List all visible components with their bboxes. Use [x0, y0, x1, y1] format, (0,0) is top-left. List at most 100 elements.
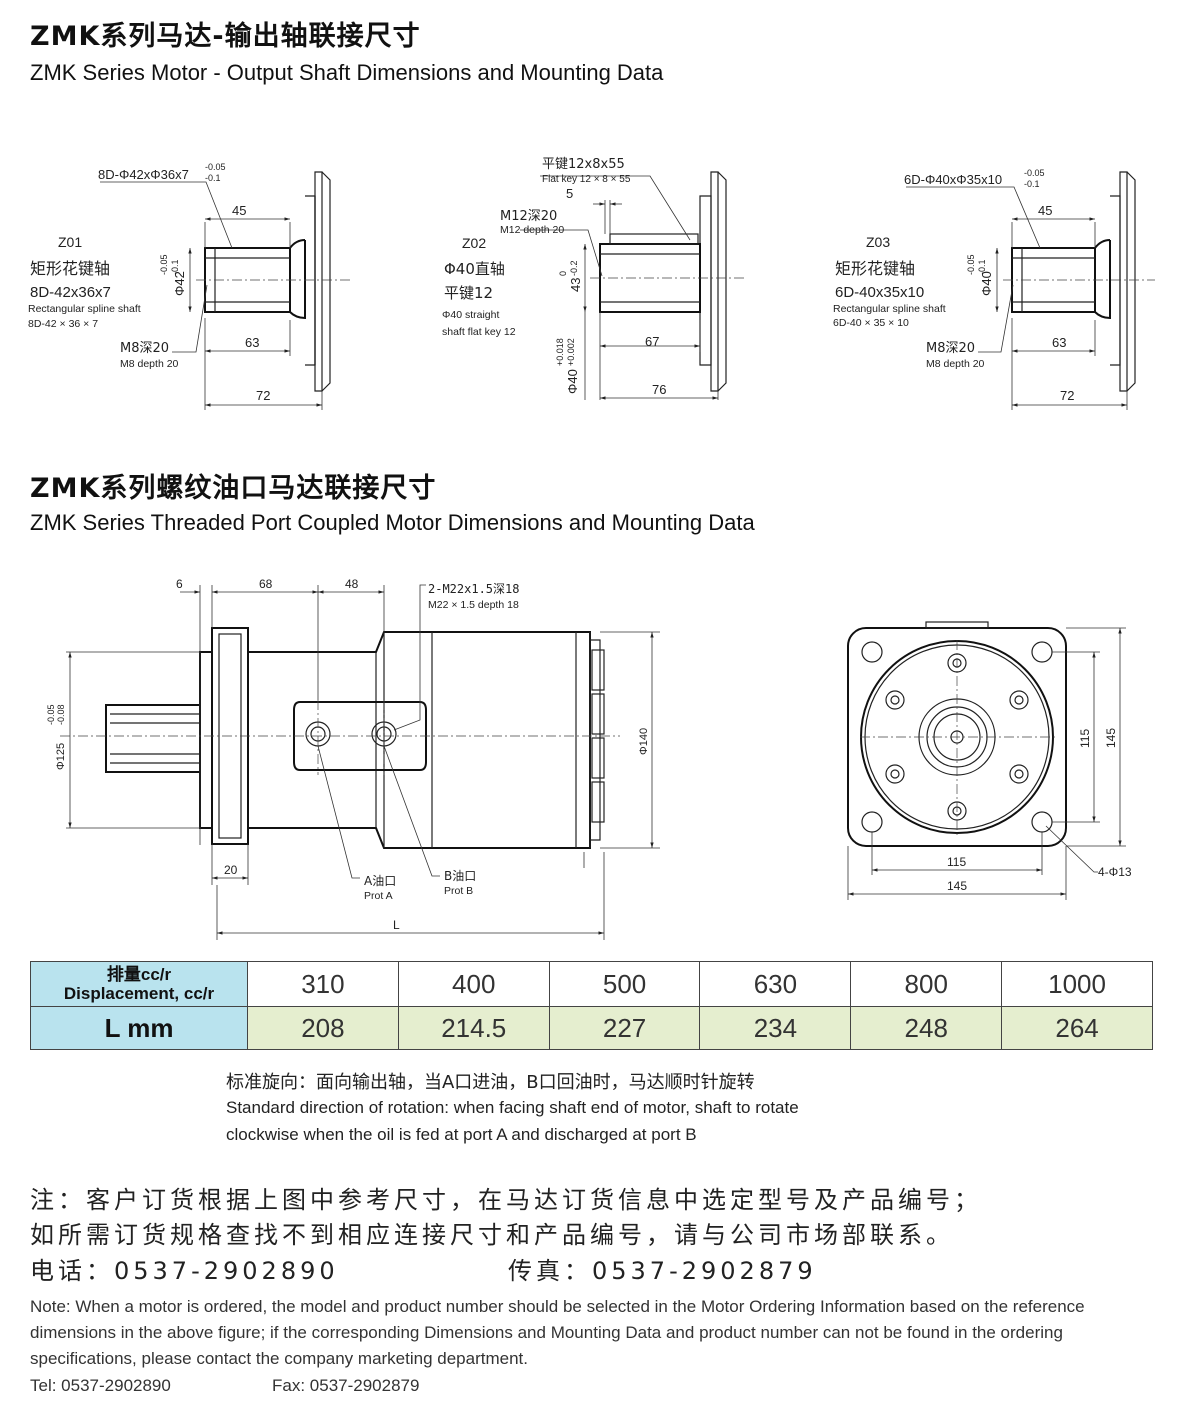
front-dim-145-v: 145 — [1104, 728, 1118, 748]
side-tol125-up: -0.05 — [46, 704, 56, 725]
z02-tol43-up: 0 — [558, 271, 568, 276]
note-en: Note: When a motor is ordered, the model… — [30, 1297, 1085, 1368]
tel-zh: 电话：0537-2902890 — [30, 1257, 339, 1285]
front-dim-115-v: 115 — [1078, 729, 1092, 748]
side-dim-68: 68 — [259, 577, 273, 591]
side-dim-L: L — [393, 918, 400, 932]
z01-code: Z01 — [58, 234, 82, 250]
z01-thread-en: M8 depth 20 — [120, 358, 179, 370]
port-b-en: Prot B — [444, 885, 473, 897]
table-cell: 630 — [699, 961, 852, 1007]
z03-dim-72: 72 — [1060, 388, 1074, 403]
z03-dim-45: 45 — [1038, 203, 1052, 218]
z01-name-en: Rectangular spline shaft — [28, 303, 141, 315]
table-cell: 248 — [850, 1006, 1003, 1050]
table-cell: 500 — [548, 961, 701, 1007]
z03-dim-diam: Φ40 — [979, 271, 994, 296]
z03-thread-en: M8 depth 20 — [926, 358, 985, 370]
table-cell: 214.5 — [397, 1006, 550, 1050]
side-dim-140: Φ140 — [638, 728, 650, 755]
z02-tol40-low: +0.002 — [566, 338, 576, 366]
z01-dim-45: 45 — [232, 203, 246, 218]
displacement-label-en: Displacement, cc/r — [63, 984, 215, 1003]
motor-drawings: 6 68 48 2-M22x1.5深18 M22 × 1.5 depth 18 … — [46, 577, 1132, 940]
z02-dim-67: 67 — [645, 334, 659, 349]
side-dim-48: 48 — [345, 577, 359, 591]
z03-spec-dim: 6D-Φ40xΦ35x10 — [904, 172, 1002, 187]
z03-tol-up: -0.05 — [1024, 168, 1045, 178]
motor-front-view: 115 145 115 145 4-Φ13 — [847, 621, 1132, 900]
z02-name-zh2: 平键12 — [444, 284, 493, 302]
z01-spec-dim: 8D-Φ42xΦ36x7 — [98, 167, 189, 182]
z03-diam-tol-low: -0.1 — [977, 259, 987, 275]
section1-title-en: ZMK Series Motor - Output Shaft Dimensio… — [30, 60, 664, 85]
shaft-drawings: 8D-Φ42xΦ36x7 -0.05 -0.1 45 Z01 矩形花键轴 8D-… — [28, 157, 1155, 410]
z02-thread-zh: M12深20 — [500, 209, 557, 224]
table-header-length: L mm — [30, 1006, 248, 1050]
z02-dim-5: 5 — [566, 186, 573, 201]
z01-dim-63: 63 — [245, 335, 259, 350]
z01-dim-diam: Φ42 — [172, 271, 187, 296]
z03-tol-low: -0.1 — [1024, 179, 1040, 189]
z02-drawing: 平键12x8x55 Flat key 12 × 8 × 55 5 M12深20 … — [442, 157, 745, 400]
tel-en: Tel: 0537-2902890 — [30, 1376, 171, 1395]
table-cell: 400 — [397, 961, 550, 1007]
side-dim-125: Φ125 — [55, 743, 67, 770]
port-a-en: Prot A — [364, 890, 393, 902]
front-dim-145-h: 145 — [947, 879, 967, 893]
side-port-en: M22 × 1.5 depth 18 — [428, 599, 519, 611]
table-cell: 227 — [548, 1006, 701, 1050]
table-cell: 264 — [1001, 1006, 1153, 1050]
z03-name-zh: 矩形花键轴 — [835, 259, 915, 278]
z03-thread-zh: M8深20 — [926, 341, 975, 356]
motor-side-view: 6 68 48 2-M22x1.5深18 M22 × 1.5 depth 18 … — [46, 577, 660, 940]
displacement-label-zh: 排量cc/r — [106, 965, 172, 984]
side-tol125-low: -0.08 — [56, 704, 66, 725]
table-cell: 800 — [850, 961, 1003, 1007]
z03-name-en: Rectangular spline shaft — [833, 303, 946, 315]
z02-tol40-up: +0.018 — [555, 338, 565, 366]
note-zh-2: 如所需订货规格查找不到相应连接尺寸和产品编号，请与公司市场部联系。 — [30, 1221, 954, 1249]
z03-name-en-code: 6D-40 × 35 × 10 — [833, 317, 909, 329]
z02-thread-en: M12 depth 20 — [500, 224, 564, 236]
table-header-displacement: 排量cc/r Displacement, cc/r — [30, 961, 248, 1007]
z01-name-zh: 矩形花键轴 — [30, 259, 110, 278]
z02-dim-76: 76 — [652, 382, 666, 397]
rotation-en-2: clockwise when the oil is fed at port A … — [226, 1125, 697, 1144]
table-cell: 1000 — [1001, 961, 1153, 1007]
table-cell: 310 — [247, 961, 399, 1007]
z03-code: Z03 — [866, 234, 890, 250]
z02-key-zh: 平键12x8x55 — [542, 157, 625, 172]
port-a-zh: A油口 — [364, 874, 396, 888]
front-dim-115-h: 115 — [947, 855, 966, 869]
fax-en: Fax: 0537-2902879 — [272, 1376, 420, 1395]
z02-tol43-low: -0.2 — [569, 260, 579, 276]
z01-drawing: 8D-Φ42xΦ36x7 -0.05 -0.1 45 Z01 矩形花键轴 8D-… — [28, 162, 350, 410]
table-cell: 234 — [699, 1006, 852, 1050]
z03-name-code: 6D-40x35x10 — [835, 284, 924, 301]
side-port-zh: 2-M22x1.5深18 — [428, 582, 519, 596]
z01-thread-zh: M8深20 — [120, 341, 169, 356]
z02-name-zh1: Φ40直轴 — [444, 260, 505, 278]
rotation-zh: 标准旋向：面向输出轴，当A口进油，B口回油时，马达顺时针旋转 — [226, 1072, 755, 1093]
z02-dim-diam: Φ40 — [565, 369, 580, 394]
z02-key-en: Flat key 12 × 8 × 55 — [542, 174, 631, 185]
table-cell: 208 — [247, 1006, 399, 1050]
rotation-en-1: Standard direction of rotation: when fac… — [226, 1098, 799, 1117]
front-holes: 4-Φ13 — [1098, 865, 1132, 879]
side-dim-20: 20 — [224, 863, 238, 877]
z01-tol-low: -0.1 — [205, 173, 221, 183]
port-b-zh: B油口 — [444, 869, 476, 883]
z03-diam-tol-up: -0.05 — [966, 254, 976, 275]
section2-title-en: ZMK Series Threaded Port Coupled Motor D… — [30, 510, 755, 535]
z01-diam-tol-up: -0.05 — [159, 254, 169, 275]
z02-name-en1: Φ40 straight — [442, 309, 499, 321]
z02-dim-43: 43 — [568, 278, 583, 292]
z01-tol-up: -0.05 — [205, 162, 226, 172]
section2-title-zh: ZMK系列螺纹油口马达联接尺寸 — [30, 473, 437, 504]
z03-dim-63: 63 — [1052, 335, 1066, 350]
note-zh-1: 注：客户订货根据上图中参考尺寸，在马达订货信息中选定型号及产品编号； — [30, 1186, 982, 1214]
z02-code: Z02 — [462, 235, 486, 251]
z02-name-en2: shaft flat key 12 — [442, 326, 516, 338]
side-dim-6: 6 — [176, 577, 183, 591]
